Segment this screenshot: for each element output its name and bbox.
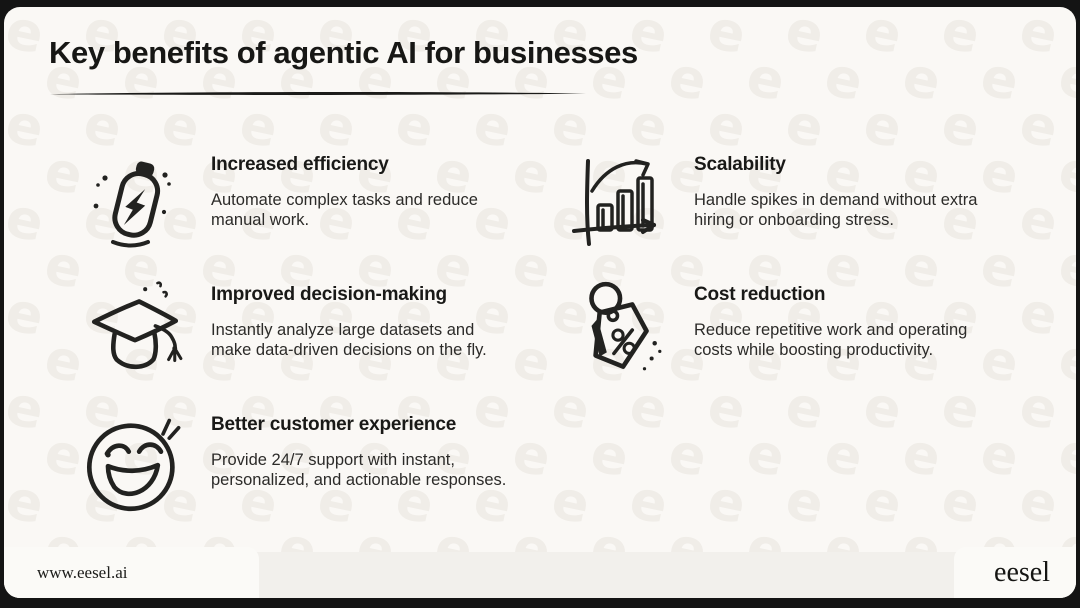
benefit-title: Increased efficiency [211, 154, 389, 175]
graduation-cap-icon [91, 281, 183, 370]
benefit-description: Automate complex tasks and reduce manual… [211, 191, 478, 229]
benefit-description: Handle spikes in demand without extra hi… [694, 191, 978, 229]
benefit-title: Better customer experience [211, 414, 457, 435]
benefit-title: Cost reduction [694, 284, 826, 305]
growth-chart-icon [572, 159, 656, 246]
eesel-logo: eesel [994, 556, 1050, 588]
discount-tag-icon [589, 281, 662, 371]
page-title: Key benefits of agentic AI for businesse… [49, 35, 638, 70]
footer-logo-tab: eesel [954, 547, 1076, 598]
benefit-better-customer-experience: Better customer experience Provide 24/7 … [79, 405, 562, 535]
benefit-increased-efficiency: Increased efficiency Automate complex ta… [79, 145, 562, 275]
benefit-description: Reduce repetitive work and operating cos… [694, 321, 968, 359]
benefit-description: Instantly analyze large datasets and mak… [211, 321, 487, 359]
laughing-face-icon [86, 418, 181, 512]
benefit-title: Improved decision-making [211, 284, 447, 305]
footer-bar: www.eesel.ai eesel [4, 547, 1076, 598]
title-underline [50, 91, 586, 95]
benefit-description: Provide 24/7 support with instant, perso… [211, 451, 507, 489]
website-url: www.eesel.ai [37, 562, 128, 582]
benefit-improved-decision-making: Improved decision-making Instantly analy… [79, 275, 562, 405]
infographic-card: e e Key benefits of agentic AI for busin… [4, 7, 1076, 598]
footer-website-tab: www.eesel.ai [4, 547, 259, 598]
benefits-grid: Increased efficiency Automate complex ta… [79, 145, 1022, 535]
battery-icon [93, 161, 171, 248]
benefit-title: Scalability [694, 154, 786, 175]
benefit-scalability: Scalability Handle spikes in demand with… [562, 145, 1022, 275]
benefit-cost-reduction: Cost reduction Reduce repetitive work an… [562, 275, 1022, 405]
